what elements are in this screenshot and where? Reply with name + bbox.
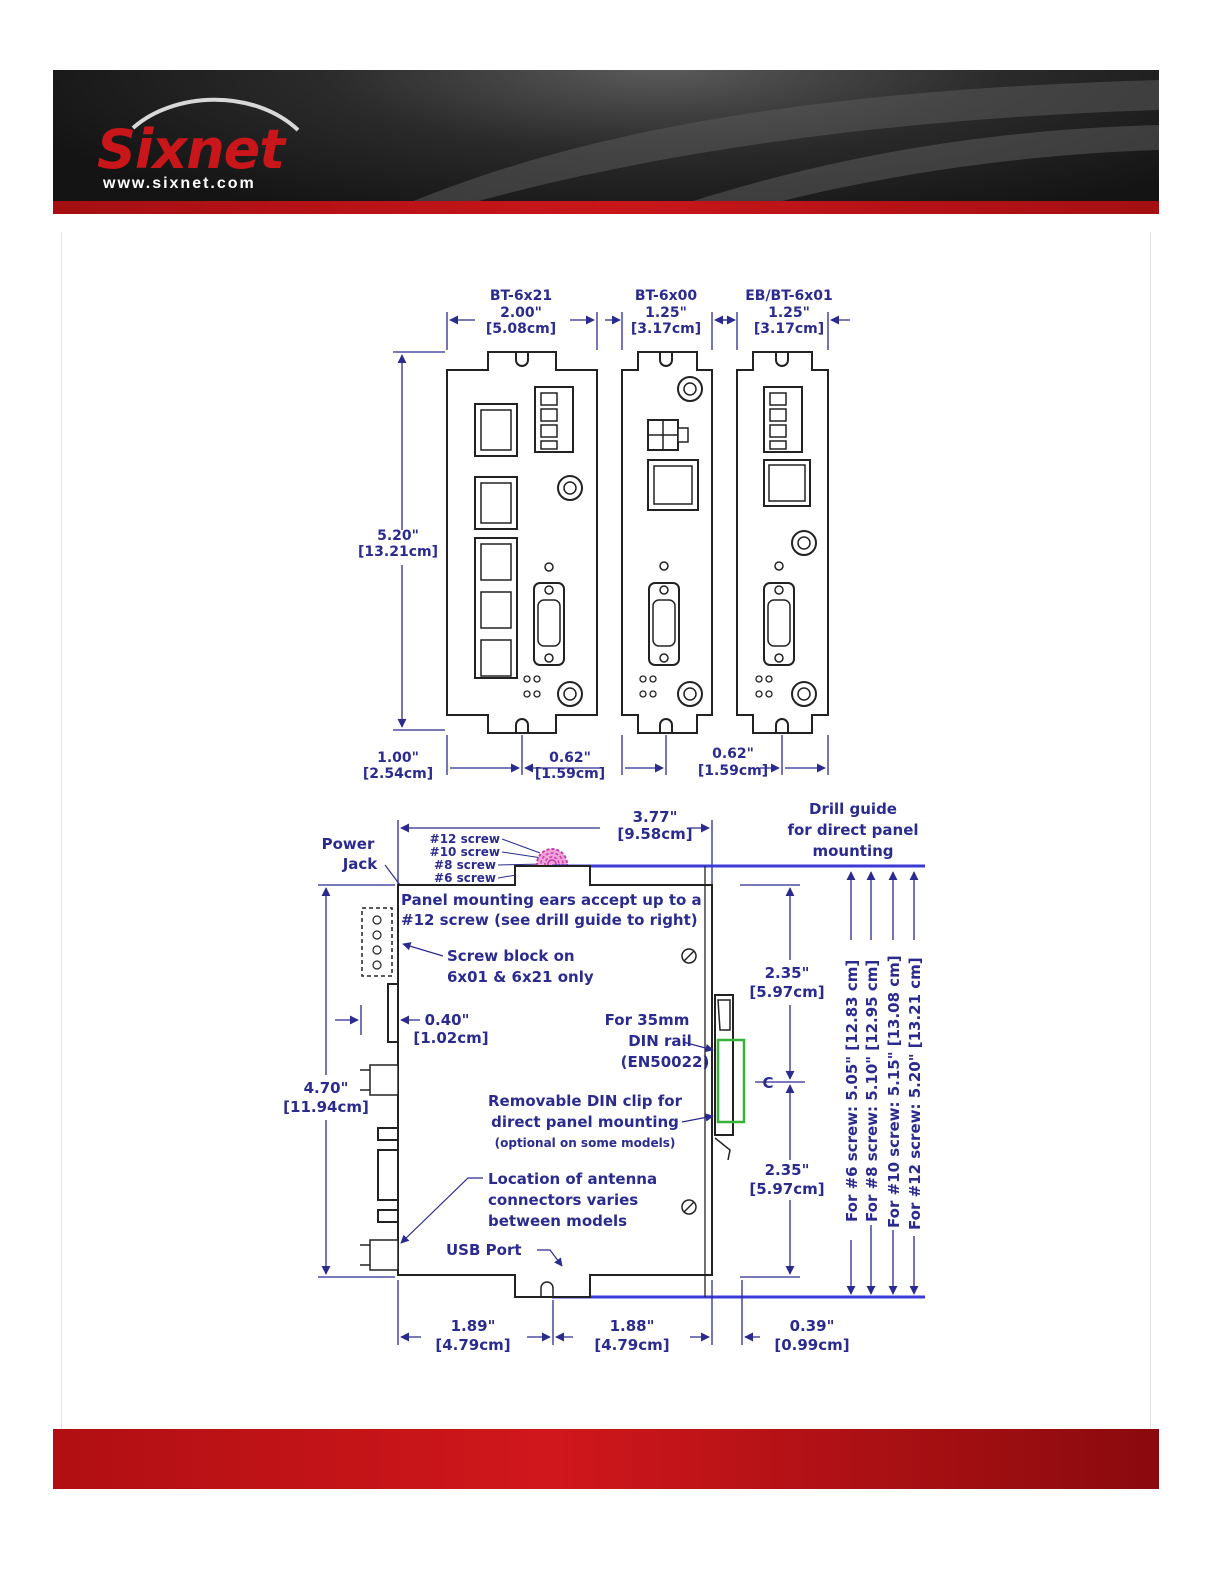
side-height-in: 4.70" <box>304 1079 349 1097</box>
bottom-right-cm: [0.99cm] <box>774 1336 849 1354</box>
upper-half-cm: [5.97cm] <box>749 983 824 1001</box>
model-width-in-bt6x00: 1.25" <box>645 305 687 321</box>
logo-arc-icon <box>131 97 300 132</box>
device-bt6x00 <box>621 351 713 734</box>
front-bottom-dim-1-in: 1.00" <box>377 750 419 766</box>
side-height-cm: [11.94cm] <box>283 1098 369 1116</box>
screw-label-6: #6 screw <box>434 871 496 885</box>
bottom-right-in: 0.39" <box>790 1317 835 1335</box>
drill-spacing-8: For #8 screw: 5.10" [12.95 cm] <box>863 960 881 1222</box>
center-mark: C <box>762 1074 773 1092</box>
front-view: BT-6x21 2.00" [5.08cm] BT-6x00 1.25" [3.… <box>358 288 850 782</box>
antenna-label-3: between models <box>488 1212 627 1230</box>
model-label-bt6x00: BT-6x00 <box>635 288 697 304</box>
left-offset-in: 0.40" <box>425 1011 470 1029</box>
drill-guide-label-2: for direct panel <box>787 821 918 839</box>
header-red-bar <box>53 201 1159 214</box>
logo-url: www.sixnet.com <box>103 175 256 192</box>
front-bottom-dim-3-cm: [1.59cm] <box>698 763 768 779</box>
drill-spacing-10: For #10 screw: 5.15" [13.08 cm] <box>885 955 903 1228</box>
din-clip-label-2: direct panel mounting <box>491 1113 679 1131</box>
antenna-label-2: connectors varies <box>488 1191 638 1209</box>
footer-red-bar <box>53 1429 1159 1489</box>
front-bottom-dim-2-in: 0.62" <box>549 750 591 766</box>
din-clip-label-3: (optional on some models) <box>495 1136 676 1150</box>
drill-spacing-12: For #12 screw: 5.20" [13.21 cm] <box>906 957 924 1230</box>
lower-half-cm: [5.97cm] <box>749 1180 824 1198</box>
bottom-mid-in: 1.88" <box>610 1317 655 1335</box>
drill-guide-label-1: Drill guide <box>809 800 897 818</box>
header-banner: Sixnet www.sixnet.com <box>53 70 1159 214</box>
panel-ears-label-2: #12 screw (see drill guide to right) <box>401 911 698 929</box>
front-bottom-dim-3-in: 0.62" <box>712 746 754 762</box>
model-width-in-eb-bt6x01: 1.25" <box>768 305 810 321</box>
model-width-in-bt6x21: 2.00" <box>500 305 542 321</box>
screw-label-8: #8 screw <box>434 858 496 872</box>
upper-half-in: 2.35" <box>765 964 810 982</box>
screw-block-label-1: Screw block on <box>447 947 575 965</box>
model-label-bt6x21: BT-6x21 <box>490 288 552 304</box>
left-offset-cm: [1.02cm] <box>413 1029 488 1047</box>
screw-label-12: #12 screw <box>430 832 500 846</box>
model-width-cm-eb-bt6x01: [3.17cm] <box>754 321 824 337</box>
content-frame <box>61 232 1151 1429</box>
power-jack-label-1: Power <box>322 835 375 853</box>
screw-block-label-2: 6x01 & 6x21 only <box>447 968 594 986</box>
bottom-mid-cm: [4.79cm] <box>594 1336 669 1354</box>
din-clip-label-1: Removable DIN clip for <box>488 1092 683 1110</box>
header-swoosh-decoration <box>131 80 1159 214</box>
side-top-width-in: 3.77" <box>633 808 678 826</box>
device-eb-bt6x01 <box>736 351 829 734</box>
front-bottom-dim-2-cm: [1.59cm] <box>535 766 605 782</box>
bottom-left-cm: [4.79cm] <box>435 1336 510 1354</box>
device-side-body <box>360 865 713 1298</box>
din-rail-label-2: DIN rail <box>628 1032 692 1050</box>
din-rail-label-3: (EN50022) <box>621 1053 710 1071</box>
front-bottom-dim-1-cm: [2.54cm] <box>363 766 433 782</box>
model-width-cm-bt6x21: [5.08cm] <box>486 321 556 337</box>
din-clip <box>714 994 746 1161</box>
front-height-in: 5.20" <box>377 528 419 544</box>
front-height-cm: [13.21cm] <box>358 544 438 560</box>
bottom-left-in: 1.89" <box>451 1317 496 1335</box>
panel-ears-label-1: Panel mounting ears accept up to a <box>401 891 702 909</box>
power-jack-label-2: Jack <box>342 855 379 873</box>
antenna-label-1: Location of antenna <box>488 1170 657 1188</box>
screw-label-10: #10 screw <box>430 845 500 859</box>
side-view: 3.77" [9.58cm] Drill guide for direct pa… <box>283 800 925 1354</box>
drill-guide-label-3: mounting <box>812 842 893 860</box>
logo-wordmark: Sixnet <box>97 118 285 181</box>
din-rail-label-1: For 35mm <box>605 1011 690 1029</box>
model-label-eb-bt6x01: EB/BT-6x01 <box>745 288 833 304</box>
model-width-cm-bt6x00: [3.17cm] <box>631 321 701 337</box>
side-top-width-cm: [9.58cm] <box>617 825 692 843</box>
drill-spacing-6: For #6 screw: 5.05" [12.83 cm] <box>843 960 861 1222</box>
device-bt6x21 <box>446 351 598 734</box>
usb-port-label: USB Port <box>446 1241 522 1259</box>
lower-half-in: 2.35" <box>765 1161 810 1179</box>
